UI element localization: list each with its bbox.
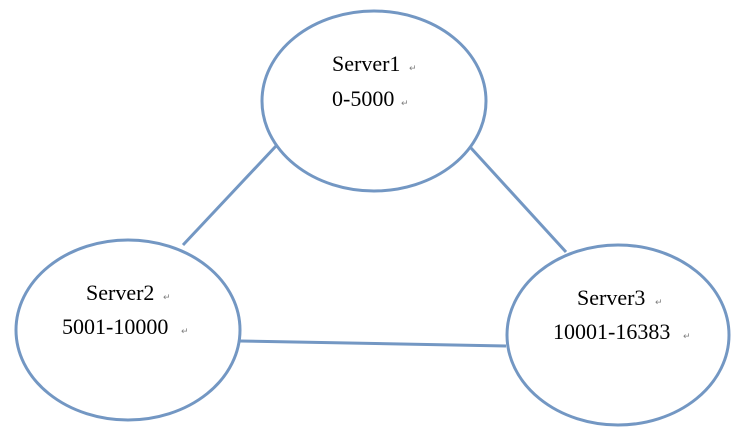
node-server2: Server2 ↵ 5001-10000 ↵ bbox=[14, 238, 242, 422]
node-server1-name: Server1 bbox=[332, 51, 400, 76]
node-server3-name-mark: ↵ bbox=[655, 298, 663, 308]
node-server1-range: 0-5000 bbox=[332, 86, 394, 111]
node-server2-ellipse bbox=[14, 238, 242, 422]
node-server3-range-mark: ↵ bbox=[683, 332, 691, 342]
node-server3-name: Server3 bbox=[577, 285, 645, 310]
edge-server2-server3 bbox=[239, 339, 507, 348]
edge-server1-server3 bbox=[469, 146, 568, 254]
node-server3-range: 10001-16383 bbox=[553, 319, 670, 344]
node-server2-name: Server2 bbox=[86, 280, 154, 305]
edge-server1-server2 bbox=[181, 144, 278, 247]
node-server1-ellipse bbox=[260, 9, 488, 193]
node-server2-range: 5001-10000 bbox=[62, 314, 168, 339]
node-server1-range-mark: ↵ bbox=[401, 99, 409, 109]
node-server2-range-mark: ↵ bbox=[181, 327, 189, 337]
node-server3-ellipse bbox=[505, 243, 731, 427]
node-server3: Server3 ↵ 10001-16383 ↵ bbox=[505, 243, 731, 427]
node-server1: Server1 ↵ 0-5000 ↵ bbox=[260, 9, 488, 193]
node-server1-name-mark: ↵ bbox=[409, 64, 417, 74]
node-server2-name-mark: ↵ bbox=[163, 293, 171, 303]
